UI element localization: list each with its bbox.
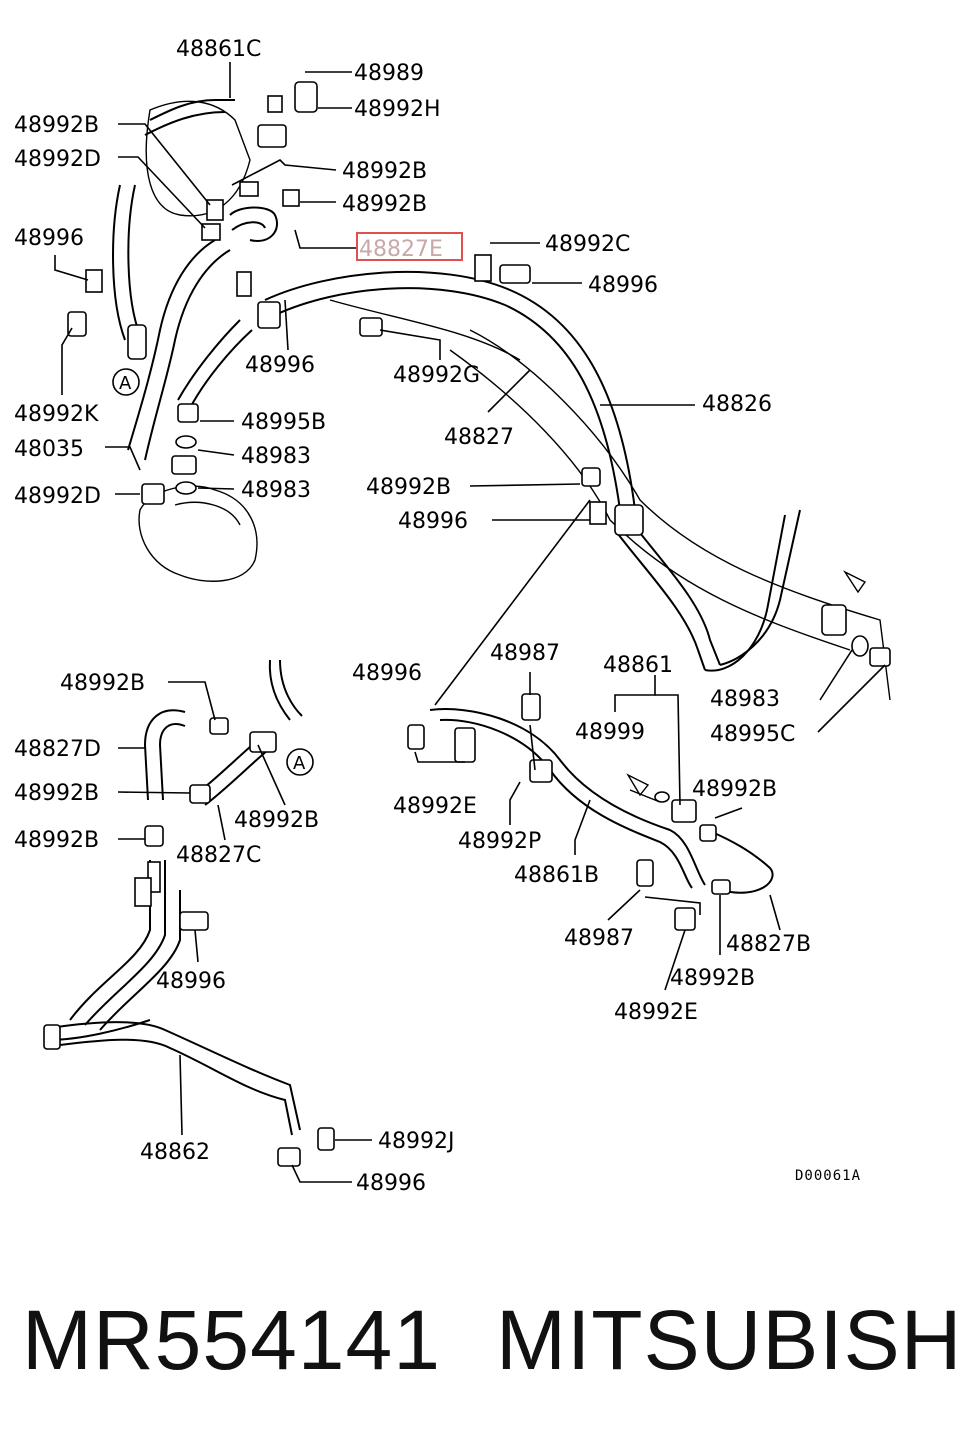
callout-a: A	[119, 373, 132, 394]
label-48827b: 48827B	[726, 932, 811, 957]
label-48992b-6: 48992B	[14, 781, 99, 806]
label-48826: 48826	[702, 392, 772, 417]
label-48996-4: 48996	[398, 509, 468, 534]
parts-diagram: A A	[14, 37, 891, 1196]
label-48035: 48035	[14, 437, 84, 462]
label-48983-1: 48983	[241, 444, 311, 469]
label-48827e-highlighted: 48827E	[359, 237, 443, 262]
label-48861b: 48861B	[514, 863, 599, 888]
label-48992b-2: 48992B	[342, 159, 427, 184]
callout-a-2: A	[293, 753, 306, 774]
label-48983-2: 48983	[241, 478, 311, 503]
label-48862: 48862	[140, 1140, 210, 1165]
label-48992g: 48992G	[393, 363, 480, 388]
highlight-box	[356, 232, 463, 261]
return-line-assembly	[407, 693, 774, 931]
label-48827c: 48827C	[176, 843, 261, 868]
label-48999: 48999	[575, 720, 645, 745]
label-48995b: 48995B	[241, 410, 326, 435]
label-48992b-5: 48992B	[60, 671, 145, 696]
power-steering-pump-assembly: A	[67, 81, 891, 701]
label-48992b-9: 48992B	[14, 828, 99, 853]
label-48996-7: 48996	[356, 1171, 426, 1196]
label-48983-3: 48983	[710, 687, 780, 712]
label-48992h: 48992H	[354, 97, 441, 122]
label-48992j: 48992J	[378, 1129, 454, 1154]
label-48992b-3: 48992B	[342, 192, 427, 217]
label-48992b-7: 48992B	[692, 777, 777, 802]
label-48987-1: 48987	[490, 641, 560, 666]
label-48996-1: 48996	[14, 226, 84, 251]
label-48992d-2: 48992D	[14, 484, 101, 509]
leader-lines	[54, 62, 886, 1183]
label-48996-5: 48996	[352, 661, 422, 686]
label-48996-6: 48996	[156, 969, 226, 994]
label-48992b-1: 48992B	[14, 113, 99, 138]
label-48992b-10: 48992B	[670, 966, 755, 991]
label-48989: 48989	[354, 61, 424, 86]
label-48992b-4: 48992B	[366, 475, 451, 500]
label-48996-3: 48996	[245, 353, 315, 378]
part-number: MR554141	[22, 1293, 441, 1387]
label-48992e-2: 48992E	[614, 1000, 698, 1025]
cooler-line-assembly: A	[43, 659, 335, 1167]
drawing-code: D00061A	[795, 1168, 861, 1184]
label-48827d: 48827D	[14, 737, 101, 762]
footer: MR554141 MITSUBISHI	[0, 1290, 960, 1390]
brand-name: MITSUBISHI	[496, 1293, 960, 1387]
label-48987-2: 48987	[564, 926, 634, 951]
label-48861c: 48861C	[176, 37, 261, 62]
label-48992p: 48992P	[458, 829, 541, 854]
label-48992k: 48992K	[14, 402, 99, 427]
label-48992c: 48992C	[545, 232, 630, 257]
label-48992b-8: 48992B	[234, 808, 319, 833]
part-labels: 48861C 48989 48992H 48992B 48992D 48992B…	[14, 37, 861, 1196]
label-48827: 48827	[444, 425, 514, 450]
label-48995c: 48995C	[710, 722, 795, 747]
label-48861: 48861	[603, 653, 673, 678]
label-48992d-1: 48992D	[14, 147, 101, 172]
label-48992e-1: 48992E	[393, 794, 477, 819]
label-48996-2: 48996	[588, 273, 658, 298]
